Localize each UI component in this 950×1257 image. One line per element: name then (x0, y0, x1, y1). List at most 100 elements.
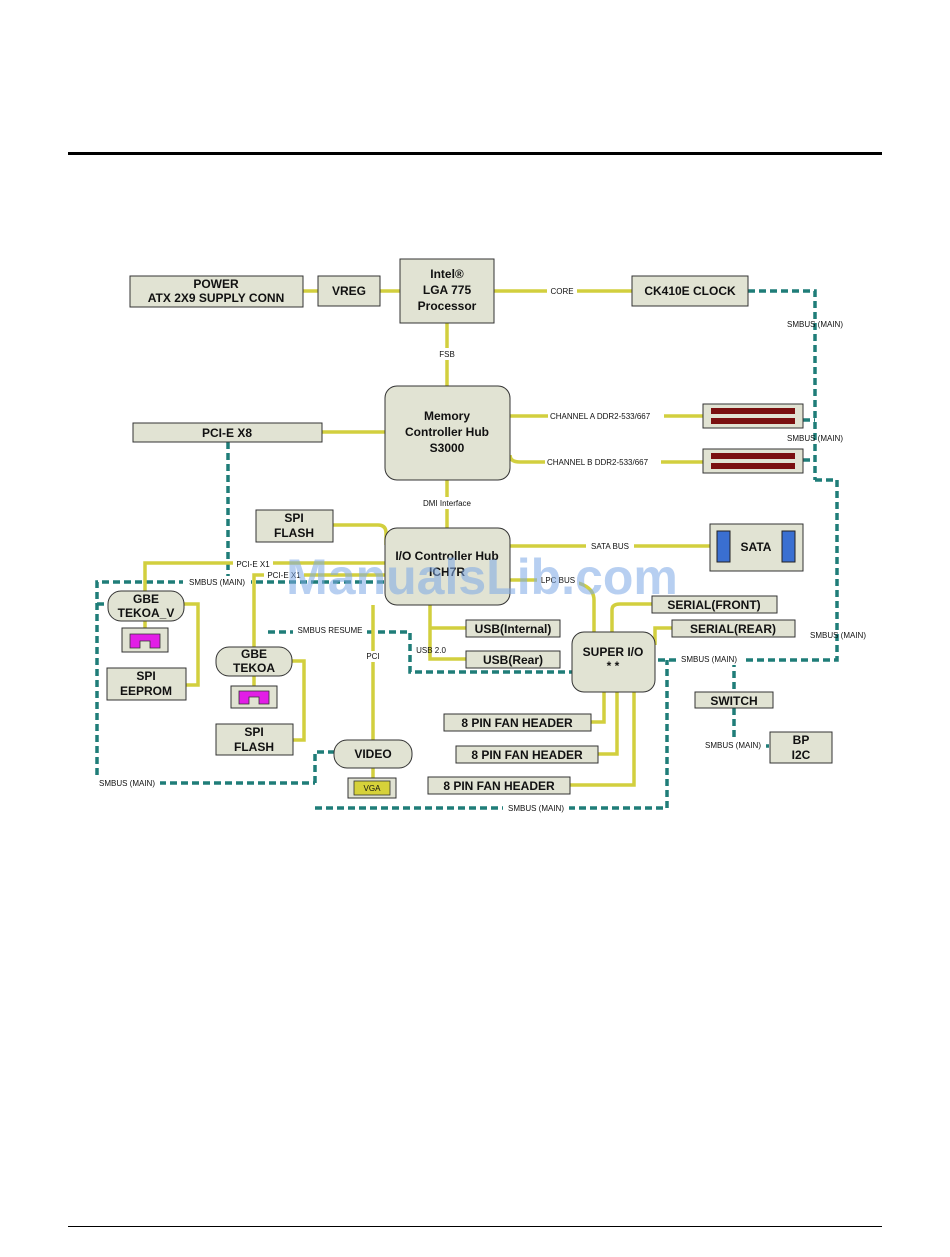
label-smbus-main-2: SMBUS (MAIN) (787, 434, 843, 443)
mch-line-3: S3000 (430, 441, 465, 455)
spi-flash-bottom-line-1: SPI (244, 725, 263, 739)
bus-usb (428, 605, 466, 661)
switch-block: SWITCH (694, 691, 774, 709)
clock-label: CK410E CLOCK (644, 284, 736, 298)
bus-serial-rear (653, 626, 672, 645)
label-core: CORE (550, 287, 573, 296)
gbe-tekoa-line-2: TEKOA (233, 661, 275, 675)
bus-pcie-x1-b (252, 573, 385, 647)
label-channel-a: CHANNEL A DDR2-533/667 (550, 412, 651, 421)
usb-internal-block: USB(Internal) (465, 619, 561, 638)
bus-fan3 (570, 692, 636, 787)
bus-serial-front (610, 602, 652, 632)
label-smbus-main-7: SMBUS (MAIN) (99, 779, 155, 788)
gbe-chip-icon (238, 690, 270, 705)
power-line-1: POWER (193, 277, 239, 291)
bp-i2c-line-1: BP (793, 733, 810, 747)
gbe-chip (230, 685, 278, 709)
watermark: ManualsLib.com (286, 549, 678, 605)
fan-header-1-label: 8 PIN FAN HEADER (461, 716, 573, 730)
label-dmi: DMI Interface (423, 499, 472, 508)
label-smbus-main-3: SMBUS (MAIN) (189, 578, 245, 587)
fan-header-1-block: 8 PIN FAN HEADER (443, 713, 592, 732)
bus-spi-flash-top (333, 523, 388, 545)
dimm-b-contact-1 (711, 453, 795, 459)
label-smbus-main-4: SMBUS (MAIN) (810, 631, 866, 640)
sata-port-left (716, 530, 731, 563)
label-smbus-main-5: SMBUS (MAIN) (681, 655, 737, 664)
spi-eeprom-line-1: SPI (136, 669, 155, 683)
spi-flash-top-line-1: SPI (284, 511, 303, 525)
vga-connector (353, 780, 391, 796)
label-smbus-main-1: SMBUS (MAIN) (787, 320, 843, 329)
gbe-tekoa-v-line-2: TEKOA_V (118, 606, 175, 620)
super-io-line-2: * * (607, 659, 620, 673)
dimm-a-contact-1 (711, 408, 795, 414)
label-channel-b: CHANNEL B DDR2-533/667 (547, 458, 649, 467)
spi-flash-bottom-line-2: FLASH (234, 740, 274, 754)
label-pci: PCI (366, 652, 379, 661)
smbus-memory-stubs (803, 418, 815, 462)
smbus-right-loop (655, 478, 839, 662)
super-io-line-1: SUPER I/O (583, 645, 644, 659)
bus-fan1 (591, 692, 606, 724)
spi-eeprom-block: SPI EEPROM (106, 667, 187, 701)
sata-label: SATA (741, 540, 772, 554)
ich-block: I/O Controller Hub ICH7R (384, 527, 511, 606)
mch-block: Memory Controller Hub S3000 (384, 385, 511, 481)
label-smbus-resume: SMBUS RESUME (298, 626, 363, 635)
bus-fan2 (598, 692, 619, 756)
pcie-x8-label: PCI-E X8 (202, 426, 252, 440)
bus-gbe-flash (292, 659, 306, 742)
buses (143, 289, 710, 787)
vga-block: VGA (347, 777, 397, 799)
video-label: VIDEO (354, 747, 391, 761)
gbe-tekoa-v-line-1: GBE (133, 592, 159, 606)
bus-pcie-x1-a (143, 561, 385, 592)
label-pcie-x1-a: PCI-E X1 (236, 560, 270, 569)
fan-header-2-label: 8 PIN FAN HEADER (471, 748, 583, 762)
gbe-v-chip (121, 627, 169, 653)
gbe-tekoa-v-block: GBE TEKOA_V (107, 590, 185, 622)
cpu-block: Intel® LGA 775 Processor (399, 258, 495, 324)
spi-eeprom-line-2: EEPROM (120, 684, 172, 698)
cpu-line-2: LGA 775 (423, 283, 472, 297)
gbe-v-chip-icon (129, 633, 161, 649)
bp-i2c-block: BP I2C (769, 731, 833, 764)
vga-label: VGA (364, 784, 382, 793)
dimm-b-contact-2 (711, 463, 795, 469)
super-io-block: SUPER I/O * * (571, 631, 656, 693)
switch-label: SWITCH (710, 694, 757, 708)
power-line-2: ATX 2X9 SUPPLY CONN (148, 291, 285, 305)
gbe-tekoa-line-1: GBE (241, 647, 267, 661)
vreg-label: VREG (332, 284, 366, 298)
dimm-slot-a (702, 403, 804, 429)
serial-front-block: SERIAL(FRONT) (651, 595, 778, 614)
label-pcie-x1-b: PCI-E X1 (267, 571, 301, 580)
label-fsb: FSB (439, 350, 455, 359)
serial-rear-block: SERIAL(REAR) (671, 619, 796, 638)
dimm-slot-b (702, 448, 804, 474)
smbus-clock-to-memory (748, 289, 817, 480)
cpu-line-1: Intel® (430, 267, 464, 281)
bus-labels: CORE FSB SMBUS (MAIN) CHANNEL A DDR2-533… (94, 285, 866, 813)
bp-i2c-line-2: I2C (792, 748, 811, 762)
gbe-tekoa-block: GBE TEKOA (215, 646, 293, 677)
bus-gbe-v-eeprom (184, 602, 200, 687)
clock-block: CK410E CLOCK (631, 275, 749, 307)
top-rule (68, 152, 882, 155)
label-sata-bus: SATA BUS (591, 542, 629, 551)
video-block: VIDEO (333, 739, 413, 769)
dimm-a-contact-2 (711, 418, 795, 424)
smbus-bottom-loop (315, 660, 669, 810)
sata-port-right (781, 530, 796, 563)
label-smbus-main-6: SMBUS (MAIN) (705, 741, 761, 750)
label-lpc-bus: LPC BUS (541, 576, 575, 585)
usb-rear-block: USB(Rear) (465, 650, 561, 669)
serial-rear-label: SERIAL(REAR) (690, 622, 776, 636)
ich-line-1: I/O Controller Hub (395, 549, 498, 563)
serial-front-label: SERIAL(FRONT) (667, 598, 760, 612)
spi-flash-bottom-block: SPI FLASH (215, 723, 294, 756)
cpu-line-3: Processor (418, 299, 477, 313)
